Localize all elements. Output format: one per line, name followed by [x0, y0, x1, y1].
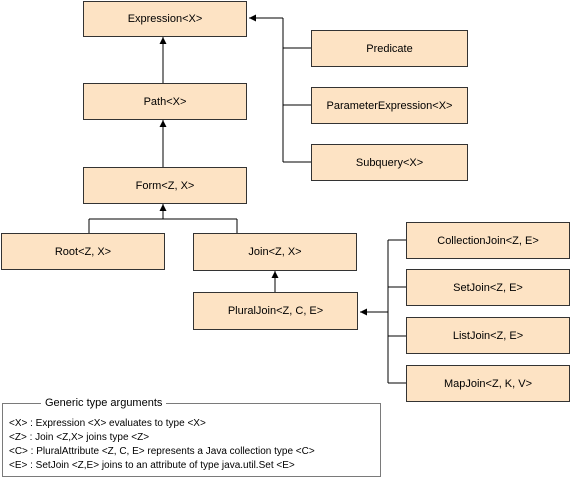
legend-box: Generic type arguments <X> : Expression … [2, 396, 381, 477]
legend-line-e: <E> : SetJoin <Z,E> joins to an attribut… [9, 460, 295, 471]
node-expression: Expression<X> [83, 1, 247, 37]
node-set-join: SetJoin<Z, E> [406, 269, 570, 306]
node-map-join: MapJoin<Z, K, V> [406, 365, 570, 402]
node-path: Path<X> [83, 83, 247, 120]
legend-line-x: <X> : Expression <X> evaluates to type <… [9, 418, 206, 429]
node-form: Form<Z, X> [83, 167, 247, 204]
node-predicate: Predicate [311, 30, 468, 67]
legend-lines: <X> : Expression <X> evaluates to type <… [9, 417, 315, 473]
legend-title: Generic type arguments [41, 396, 167, 410]
node-root: Root<Z, X> [1, 233, 165, 270]
legend-line-z: <Z> : Join <Z,X> joins type <Z> [9, 432, 150, 443]
legend-line-c: <C> : PluralAttribute <Z, C, E> represen… [9, 446, 315, 457]
node-collection-join: CollectionJoin<Z, E> [406, 222, 570, 259]
node-plural-join: PluralJoin<Z, C, E> [193, 292, 358, 330]
node-subquery: Subquery<X> [311, 144, 468, 181]
node-join: Join<Z, X> [193, 233, 357, 271]
node-parameter-expression: ParameterExpression<X> [311, 87, 468, 124]
node-list-join: ListJoin<Z, E> [406, 317, 570, 354]
